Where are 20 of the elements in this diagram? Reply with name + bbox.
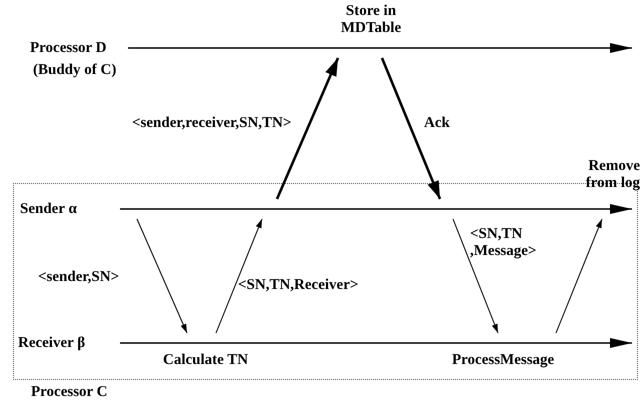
message-arrow — [136, 218, 188, 334]
step-note: Remove from log — [584, 158, 640, 192]
lifeline-caption: (Buddy of C) — [33, 62, 116, 79]
message-arrow — [276, 57, 340, 200]
message-arrow — [380, 58, 442, 200]
message-label: Ack — [424, 115, 450, 132]
message-arrow — [556, 218, 602, 334]
step-note: Calculate TN — [163, 352, 248, 369]
lifeline-label: Processor D — [30, 39, 107, 58]
group-title: Processor C — [31, 383, 108, 402]
message-arrow — [452, 218, 498, 334]
message-label: <SN,TN ,Message> — [470, 226, 538, 260]
message-label: <SN,TN,Receiver> — [238, 277, 358, 294]
step-note: Store in MDTable — [340, 3, 402, 37]
message-label: <sender,receiver,SN,TN> — [132, 115, 292, 132]
lifeline-label: Sender α — [20, 200, 77, 219]
lifeline-label: Receiver β — [18, 334, 86, 353]
message-label: <sender,SN> — [38, 269, 120, 286]
step-note: ProcessMessage — [452, 352, 554, 369]
message-arrow — [216, 218, 262, 334]
